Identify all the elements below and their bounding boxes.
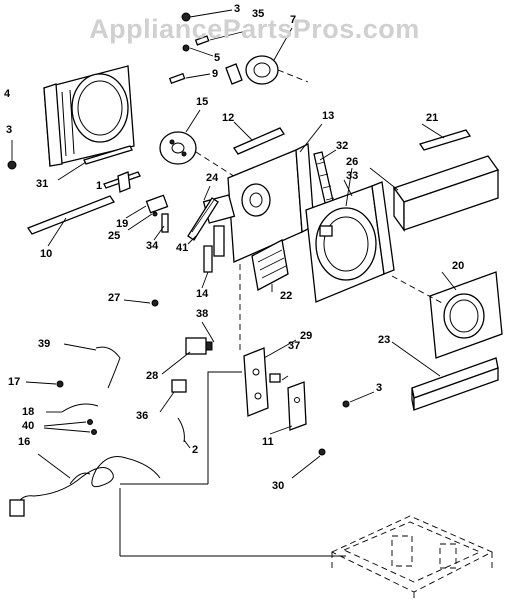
part-22-grille (251, 239, 289, 292)
callout-39: 39 (38, 338, 51, 350)
callout-17: 17 (8, 376, 21, 388)
part-21-strip (418, 123, 472, 151)
callout-15: 15 (196, 96, 209, 108)
callout-32: 32 (336, 140, 349, 152)
part-4-front-panel (43, 65, 135, 167)
callout-18: 18 (22, 406, 35, 418)
callout-14: 14 (196, 288, 209, 300)
callout-3b: 3 (6, 124, 13, 136)
part-10-long-strip (27, 195, 115, 247)
callout-20: 20 (452, 260, 465, 272)
callout-36: 36 (136, 410, 149, 422)
callout-35: 35 (252, 8, 265, 20)
callout-40: 40 (22, 420, 35, 432)
callout-34: 34 (146, 240, 159, 252)
callout-13: 13 (322, 110, 335, 122)
callout-26: 26 (346, 156, 359, 168)
callout-7: 7 (290, 14, 297, 26)
part-39-wiring (63, 343, 121, 389)
top-small-parts (168, 9, 251, 85)
callout-21: 21 (426, 112, 439, 124)
part-15-fan-hub (159, 109, 241, 181)
callout-24: 24 (206, 172, 219, 184)
callout-5: 5 (214, 52, 221, 64)
part-31-strip (57, 145, 133, 181)
routing-lines (119, 264, 346, 557)
watermark: AppliancePartsPros.com (89, 14, 420, 44)
callout-31: 31 (36, 178, 49, 190)
part-13-housing (202, 123, 323, 263)
part-19-25-34-bracket (125, 194, 169, 241)
callout-28: 28 (146, 370, 159, 382)
part-1-bracket (103, 171, 141, 193)
callout-33: 33 (346, 170, 359, 182)
callout-37: 37 (288, 340, 301, 352)
callout-3: 3 (234, 3, 241, 15)
part-17-18-40-small (25, 380, 99, 435)
callout-1: 1 (96, 180, 103, 192)
callout-30: 30 (272, 480, 285, 492)
part-36-2-parts (159, 379, 191, 449)
part-29-11-control-bracket (243, 339, 307, 435)
callout-27: 27 (108, 292, 121, 304)
part-24-41-strips (187, 185, 219, 245)
part-27-screw (123, 299, 159, 307)
callout-3c: 3 (376, 382, 383, 394)
callout-11: 11 (262, 436, 274, 448)
part-14-clip (201, 245, 213, 289)
part-28-38-switch (161, 321, 215, 375)
callout-10: 10 (40, 248, 53, 260)
part-23-base-rail (391, 341, 499, 411)
part-33-blower-scroll (305, 167, 395, 303)
part-26-duct (369, 155, 500, 233)
callout-41: 41 (176, 242, 189, 254)
callout-16: 16 (18, 436, 31, 448)
callout-29: 29 (300, 330, 313, 342)
callout-4: 4 (4, 88, 11, 100)
base-pan (330, 515, 494, 600)
callout-38: 38 (196, 308, 209, 320)
callout-22: 22 (280, 290, 293, 302)
callout-12: 12 (222, 112, 235, 124)
callout-2: 2 (192, 444, 199, 456)
part-3-screw-right (342, 391, 375, 408)
part-16-power-cord (9, 453, 161, 517)
part-20-back-panel (391, 271, 503, 359)
part-12-strip (233, 121, 285, 155)
part-3-screw-left (7, 140, 17, 170)
callout-19: 19 (116, 218, 129, 230)
part-7-motor (225, 27, 309, 85)
callout-9: 9 (212, 68, 219, 80)
callout-25: 25 (108, 230, 121, 242)
callout-23: 23 (378, 334, 391, 346)
part-30-screw (291, 448, 326, 479)
